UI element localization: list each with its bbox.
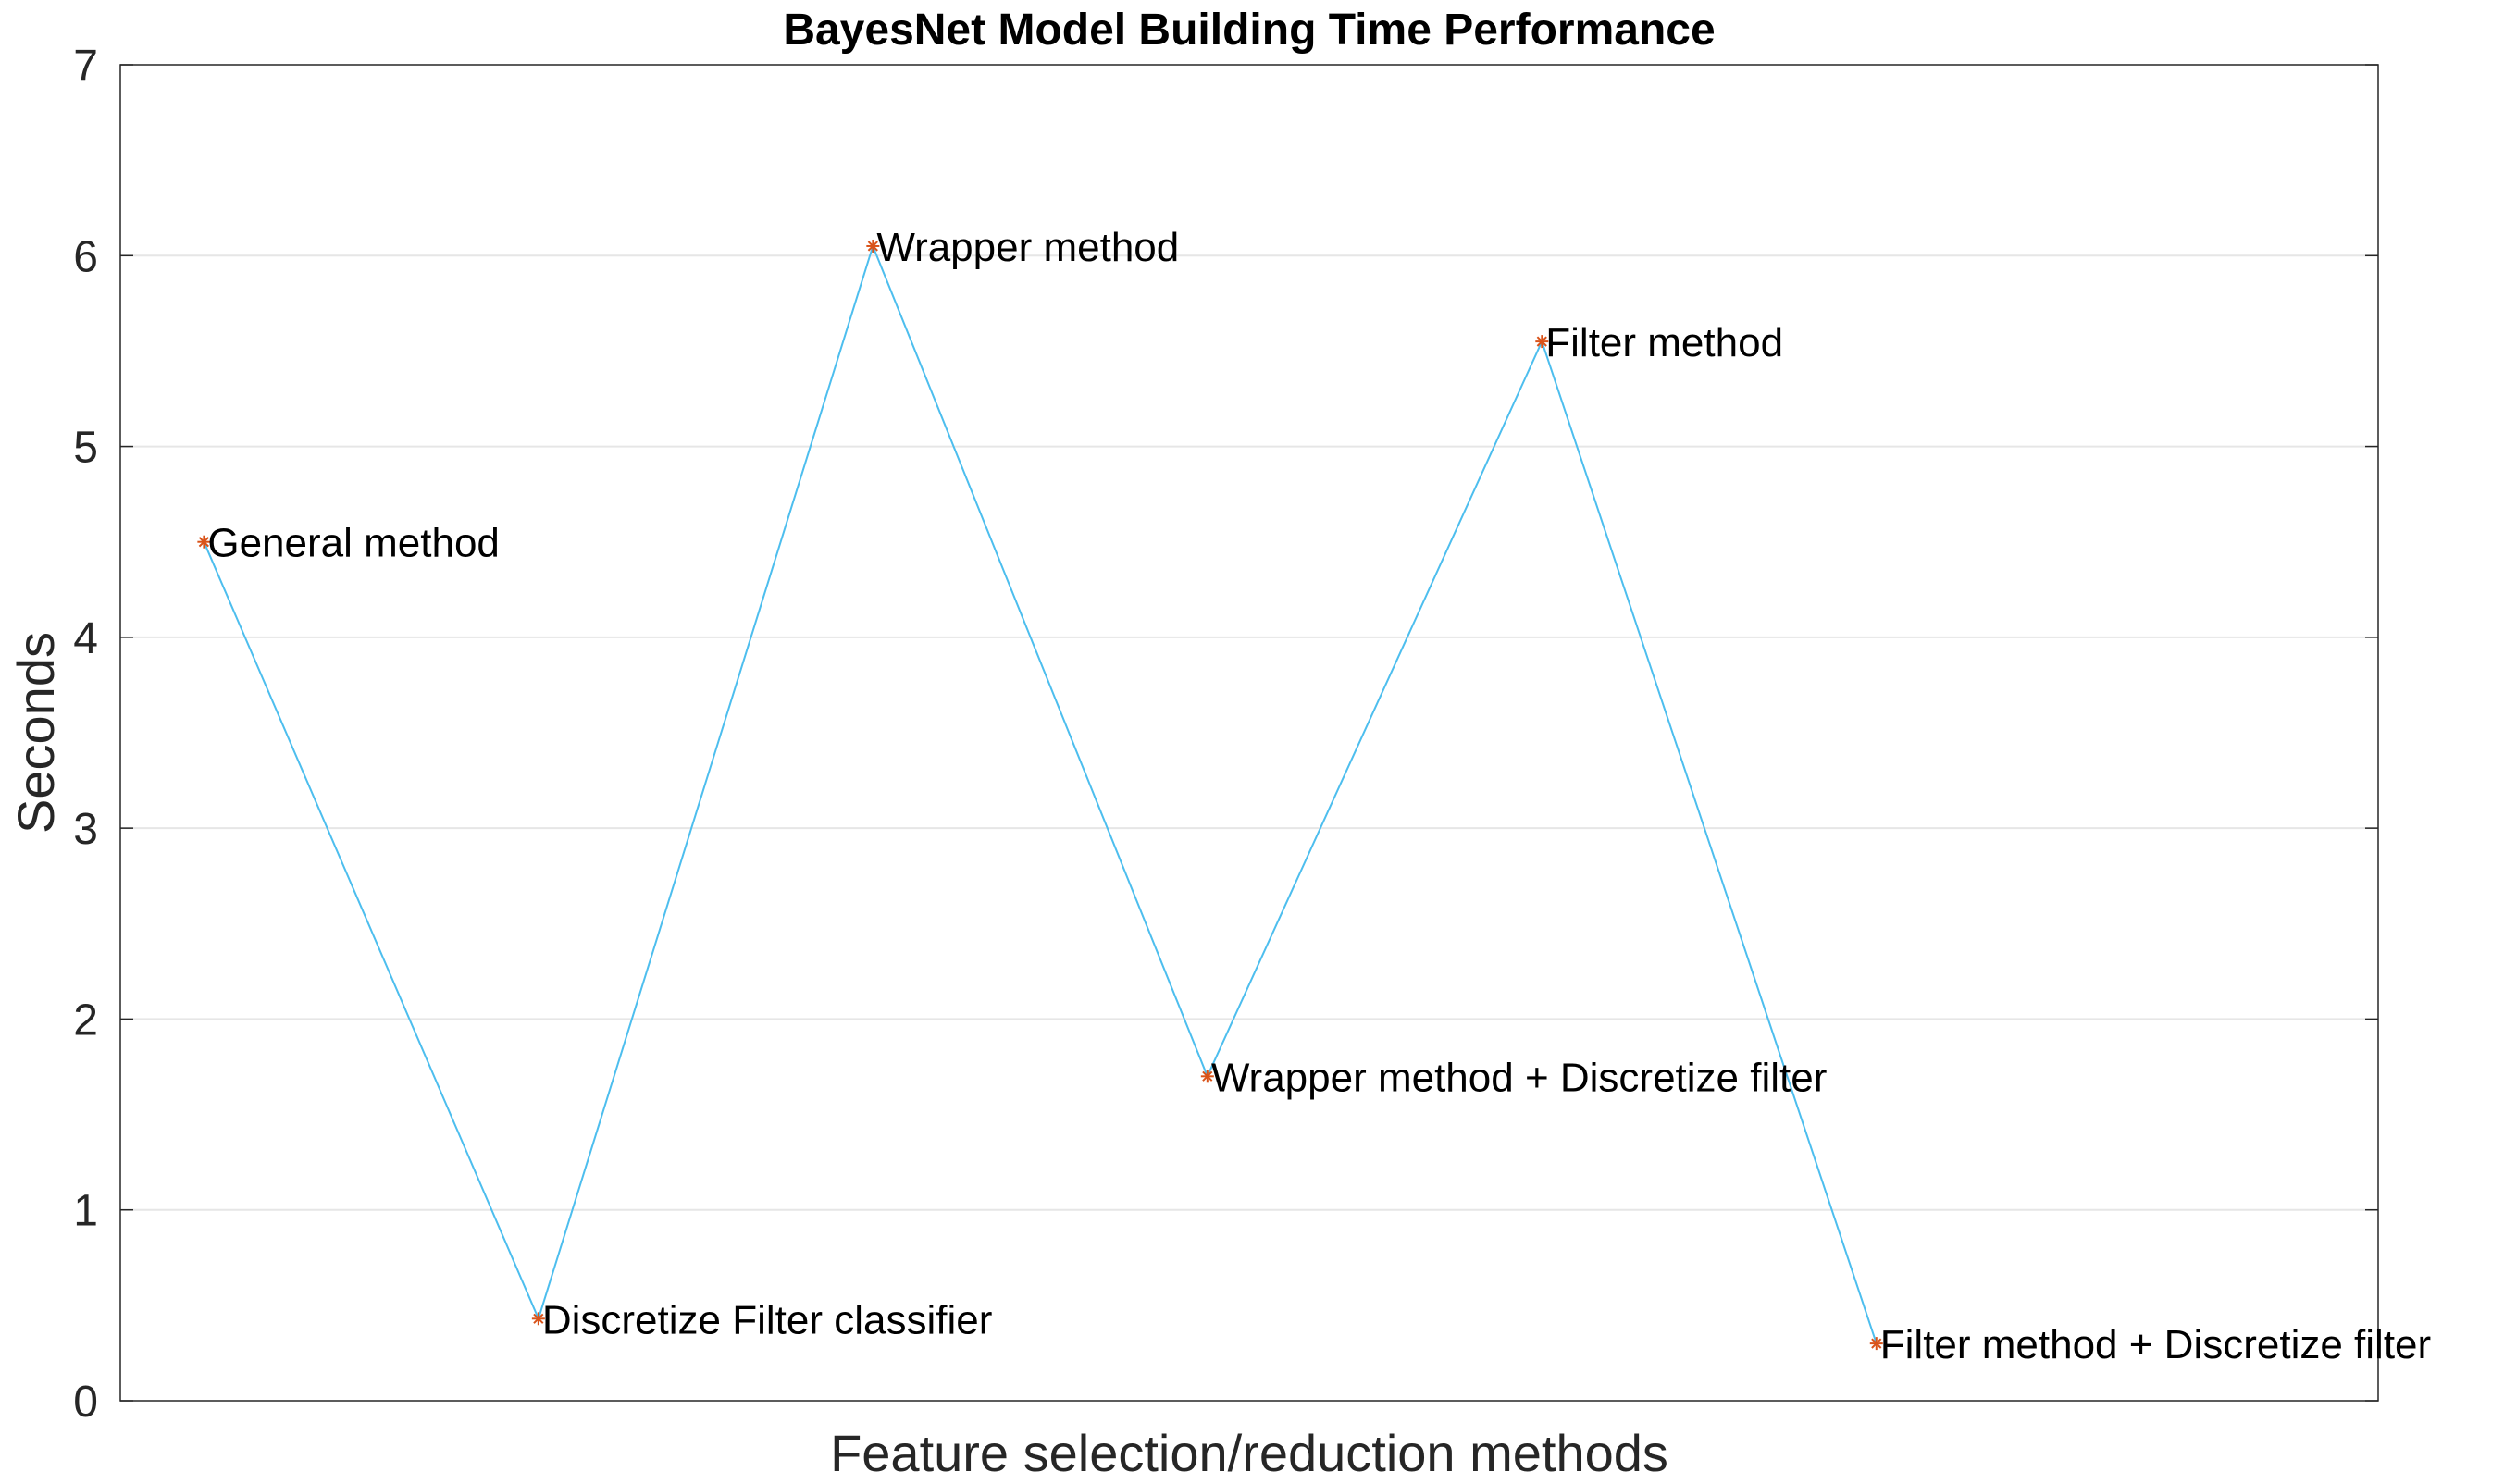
data-point-label: Wrapper method + Discretize filter <box>1211 1055 1828 1100</box>
y-tick-label: 3 <box>73 805 98 854</box>
y-tick-label: 5 <box>73 424 98 473</box>
plot-area <box>120 65 2378 1401</box>
plot-frame <box>119 64 2379 1402</box>
y-axis-label: Seconds <box>6 632 65 834</box>
data-point-marker <box>1535 335 1549 349</box>
y-tick-label: 4 <box>73 614 98 663</box>
data-point-label: Filter method <box>1545 320 1783 365</box>
y-tick-label: 7 <box>73 42 98 91</box>
data-point-label: Discretize Filter classifier <box>542 1297 993 1342</box>
data-point-marker <box>197 535 211 549</box>
series-line <box>203 243 1878 1344</box>
chart-title: BayesNet Model Building Time Performance <box>783 6 1715 55</box>
data-point-label: Filter method + Discretize filter <box>1880 1322 2431 1367</box>
y-axis-ticks: 0 1 2 3 4 5 6 7 <box>73 42 2378 1427</box>
series-markers <box>197 239 1883 1351</box>
data-point-marker <box>1200 1070 1214 1083</box>
y-tick-label: 0 <box>73 1378 98 1427</box>
data-point-label: Wrapper method <box>876 225 1179 270</box>
grid-lines <box>120 254 2378 1211</box>
y-tick-label: 1 <box>73 1187 98 1236</box>
data-point-marker <box>1869 1337 1883 1351</box>
series-line-group <box>203 243 1878 1344</box>
x-axis-label: Feature selection/reduction methods <box>830 1424 1668 1482</box>
data-point-label: General method <box>207 521 500 566</box>
data-point-marker <box>531 1312 545 1326</box>
data-point-marker <box>866 239 880 253</box>
y-tick-label: 6 <box>73 232 98 281</box>
y-tick-label: 2 <box>73 996 98 1045</box>
